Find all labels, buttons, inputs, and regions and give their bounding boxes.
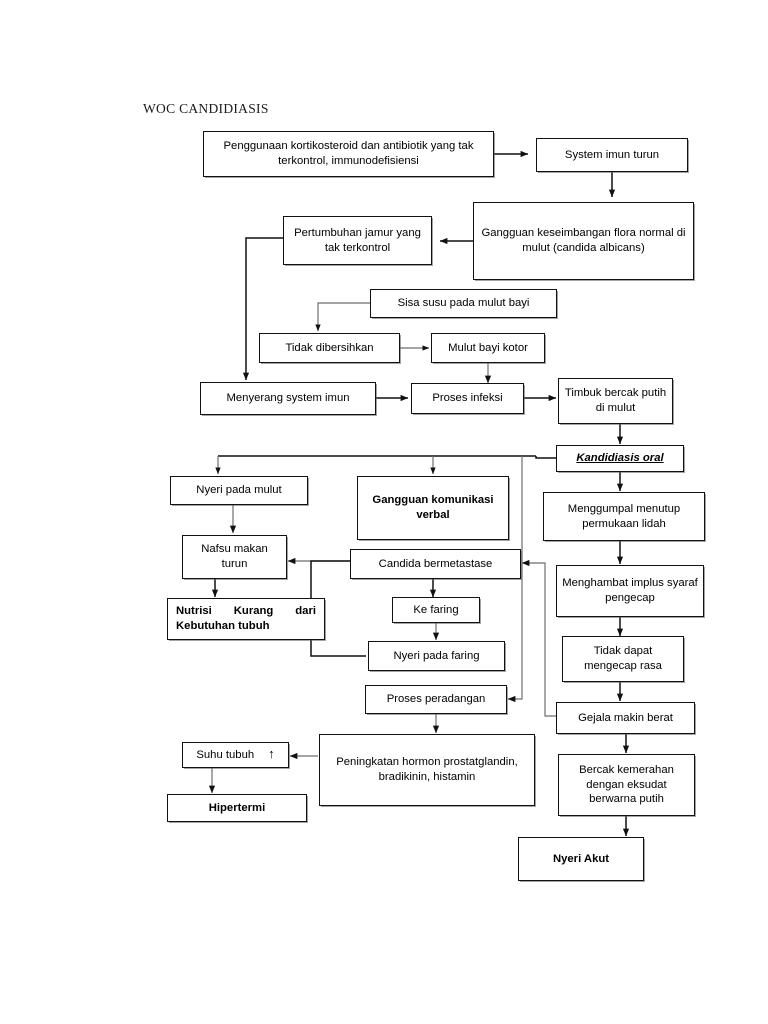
node-proses-infeksi[interactable]: Proses infeksi xyxy=(411,383,524,414)
node-hipertermi[interactable]: Hipertermi xyxy=(167,794,307,822)
node-label: System imun turun xyxy=(564,148,660,161)
node-menyerang-system-imun[interactable]: Menyerang system imun xyxy=(200,382,376,415)
node-proses-peradangan[interactable]: Proses peradangan xyxy=(365,685,507,714)
node-suhu-tubuh[interactable]: Suhu tubuh ↑ xyxy=(182,742,289,768)
node-label: Gejala makin berat xyxy=(578,711,673,724)
node-bercak-kemerahan[interactable]: Bercak kemerahan dengan eksudat berwarna… xyxy=(558,754,695,816)
node-label: Mulut bayi kotor xyxy=(448,341,528,354)
node-label: Timbuk bercak putih di mulut xyxy=(564,387,667,414)
node-nyeri-akut[interactable]: Nyeri Akut xyxy=(518,837,644,881)
node-label: Menggumpal menutup permukaan lidah xyxy=(567,502,681,530)
node-candida-bermetastase[interactable]: Candida bermetastase xyxy=(350,549,521,579)
node-tidak-dibersihkan[interactable]: Tidak dibersihkan xyxy=(259,333,400,363)
node-label: Bercak kemerahan dengan eksudat berwarna… xyxy=(579,763,674,806)
node-ke-faring[interactable]: Ke faring xyxy=(392,597,480,623)
node-sisa-susu[interactable]: Sisa susu pada mulut bayi xyxy=(370,289,557,318)
page-title: WOC CANDIDIASIS xyxy=(143,101,269,116)
node-label: Proses peradangan xyxy=(386,693,486,706)
edge-n11-busstub xyxy=(535,456,556,459)
node-nyeri-pada-faring[interactable]: Nyeri pada faring xyxy=(368,641,505,671)
node-label: Nutrisi Kurang dari Kebutuhan tubuh xyxy=(176,604,316,633)
node-mulut-bayi-kotor[interactable]: Mulut bayi kotor xyxy=(431,333,545,363)
node-gangguan-keseimbangan-flora[interactable]: Gangguan keseimbangan flora normal di mu… xyxy=(473,202,694,280)
node-system-imun-turun[interactable]: System imun turun xyxy=(536,138,688,172)
edge-n5-n6 xyxy=(315,302,370,332)
node-menggumpal-menutup[interactable]: Menggumpal menutup permukaan lidah xyxy=(543,492,705,541)
node-penggunaan-kortikosteroid[interactable]: Penggunaan kortikosteroid dan antibiotik… xyxy=(203,131,494,177)
node-label-line2: Kebutuhan tubuh xyxy=(176,620,270,632)
node-label: Menghambat implus syaraf pengecap xyxy=(562,577,698,604)
node-label: Suhu tubuh ↑ xyxy=(188,746,283,763)
node-label: Pertumbuhan jamur yang tak terkontrol xyxy=(294,226,421,254)
node-label: Nyeri pada mulut xyxy=(196,484,282,497)
node-label: Gangguan komunikasi verbal xyxy=(372,494,494,521)
node-label: Tidak dibersihkan xyxy=(285,341,374,354)
node-label: Tidak dapat mengecap rasa xyxy=(584,645,662,672)
node-label: Gangguan keseimbangan flora normal di mu… xyxy=(481,227,686,254)
node-label: Penggunaan kortikosteroid dan antibiotik… xyxy=(223,140,474,167)
node-label: Proses infeksi xyxy=(432,392,503,405)
node-tidak-dapat-mengecap-rasa[interactable]: Tidak dapat mengecap rasa xyxy=(562,636,684,682)
node-label: Hipertermi xyxy=(208,801,266,814)
node-nutrisi-kurang[interactable]: Nutrisi Kurang dari Kebutuhan tubuh xyxy=(167,598,325,640)
edge-n23-n16 xyxy=(521,559,556,717)
node-menghambat-implus-syaraf[interactable]: Menghambat implus syaraf pengecap xyxy=(556,565,704,617)
node-nafsu-makan-turun[interactable]: Nafsu makan turun xyxy=(182,535,287,579)
node-label: Sisa susu pada mulut bayi xyxy=(397,297,530,310)
node-gejala-makin-berat[interactable]: Gejala makin berat xyxy=(556,702,695,734)
up-arrow-icon: ↑ xyxy=(268,746,275,762)
node-peningkatan-hormon[interactable]: Peningkatan hormon prostatglandin, bradi… xyxy=(319,734,535,806)
node-label: Nyeri Akut xyxy=(552,852,610,865)
node-label: Peningkatan hormon prostatglandin, bradi… xyxy=(336,756,518,783)
node-kandidiasis-oral[interactable]: Kandidiasis oral xyxy=(556,445,684,472)
node-label-line1: Nutrisi Kurang dari xyxy=(176,605,316,618)
node-label: Menyerang system imun xyxy=(226,392,350,405)
node-timbuk-bercak-putih[interactable]: Timbuk bercak putih di mulut xyxy=(558,378,673,424)
node-label: Nafsu makan turun xyxy=(201,543,268,570)
node-label: Ke faring xyxy=(413,603,459,616)
node-label: Candida bermetastase xyxy=(378,557,493,570)
node-label: Nyeri pada faring xyxy=(393,649,480,662)
node-pertumbuhan-jamur[interactable]: Pertumbuhan jamur yang tak terkontrol xyxy=(283,216,432,265)
node-gangguan-komunikasi-verbal[interactable]: Gangguan komunikasi verbal xyxy=(357,476,509,540)
node-nyeri-pada-mulut[interactable]: Nyeri pada mulut xyxy=(170,476,308,505)
node-label-text: Suhu tubuh xyxy=(196,748,255,761)
node-label: Kandidiasis oral xyxy=(576,452,664,465)
